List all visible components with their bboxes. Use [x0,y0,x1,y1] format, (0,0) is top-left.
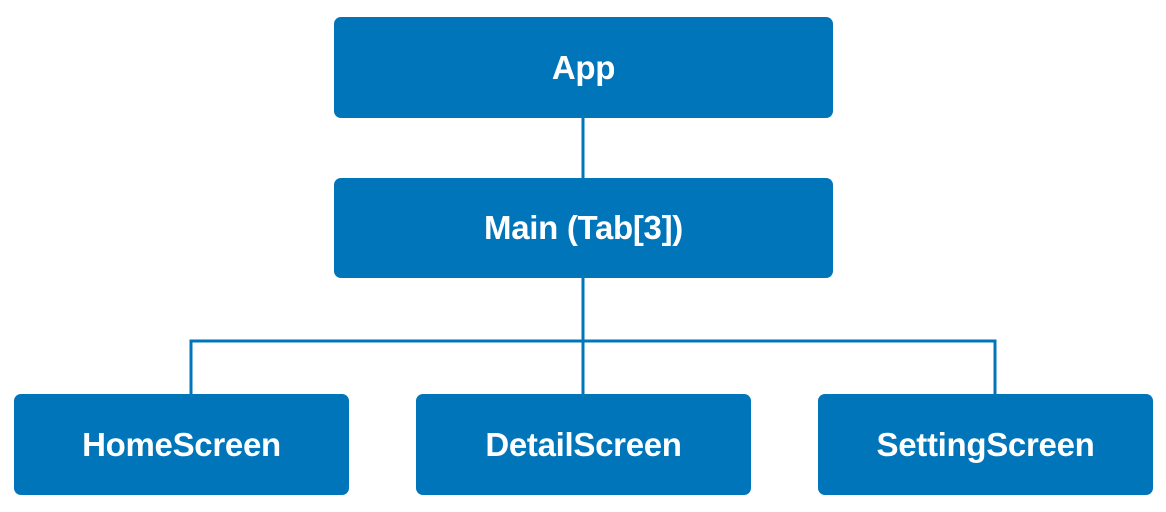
node-home-screen: HomeScreen [14,394,349,495]
node-app-label: App [551,48,616,86]
node-detail-label: DetailScreen [485,425,682,463]
node-home-label: HomeScreen [82,425,281,463]
node-main-tab: Main (Tab[3]) [334,178,833,278]
node-setting-screen: SettingScreen [818,394,1153,495]
node-detail-screen: DetailScreen [416,394,751,495]
node-app: App [334,17,833,118]
connector-children-bus [189,339,997,394]
node-setting-label: SettingScreen [876,425,1095,463]
node-main-label: Main (Tab[3]) [484,209,683,246]
